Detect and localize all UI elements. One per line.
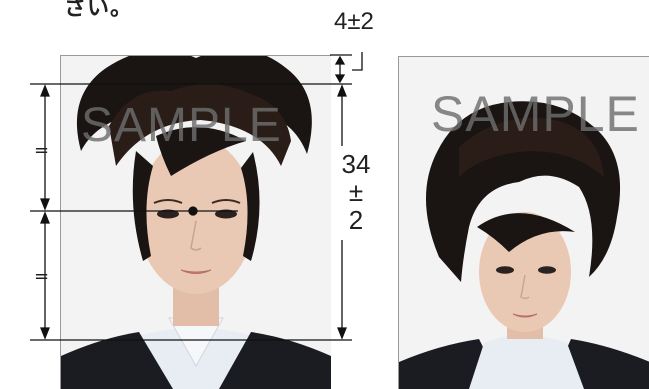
dimension-tolerance: 2 (348, 205, 364, 235)
instruction-text: さい。 (64, 0, 134, 21)
sample-photo-example: SAMPLE (398, 56, 649, 389)
sample-watermark-left: SAMPLE (81, 99, 282, 152)
eye-center-dot (188, 206, 198, 216)
dimension-plus-minus: ± (348, 177, 364, 207)
portrait-illustration-right (399, 57, 649, 389)
equal-mark-upper: = (34, 140, 50, 161)
photo-height-dimension: 34 ± 2 (341, 150, 371, 234)
equal-mark-lower: = (34, 266, 50, 287)
portrait-illustration-left (61, 56, 331, 389)
dimension-value: 34 (341, 149, 371, 179)
sample-watermark-right: SAMPLE (431, 86, 640, 142)
top-margin-tolerance-label: 4±2 (334, 8, 374, 35)
sample-photo-measured: SAMPLE (60, 55, 331, 389)
